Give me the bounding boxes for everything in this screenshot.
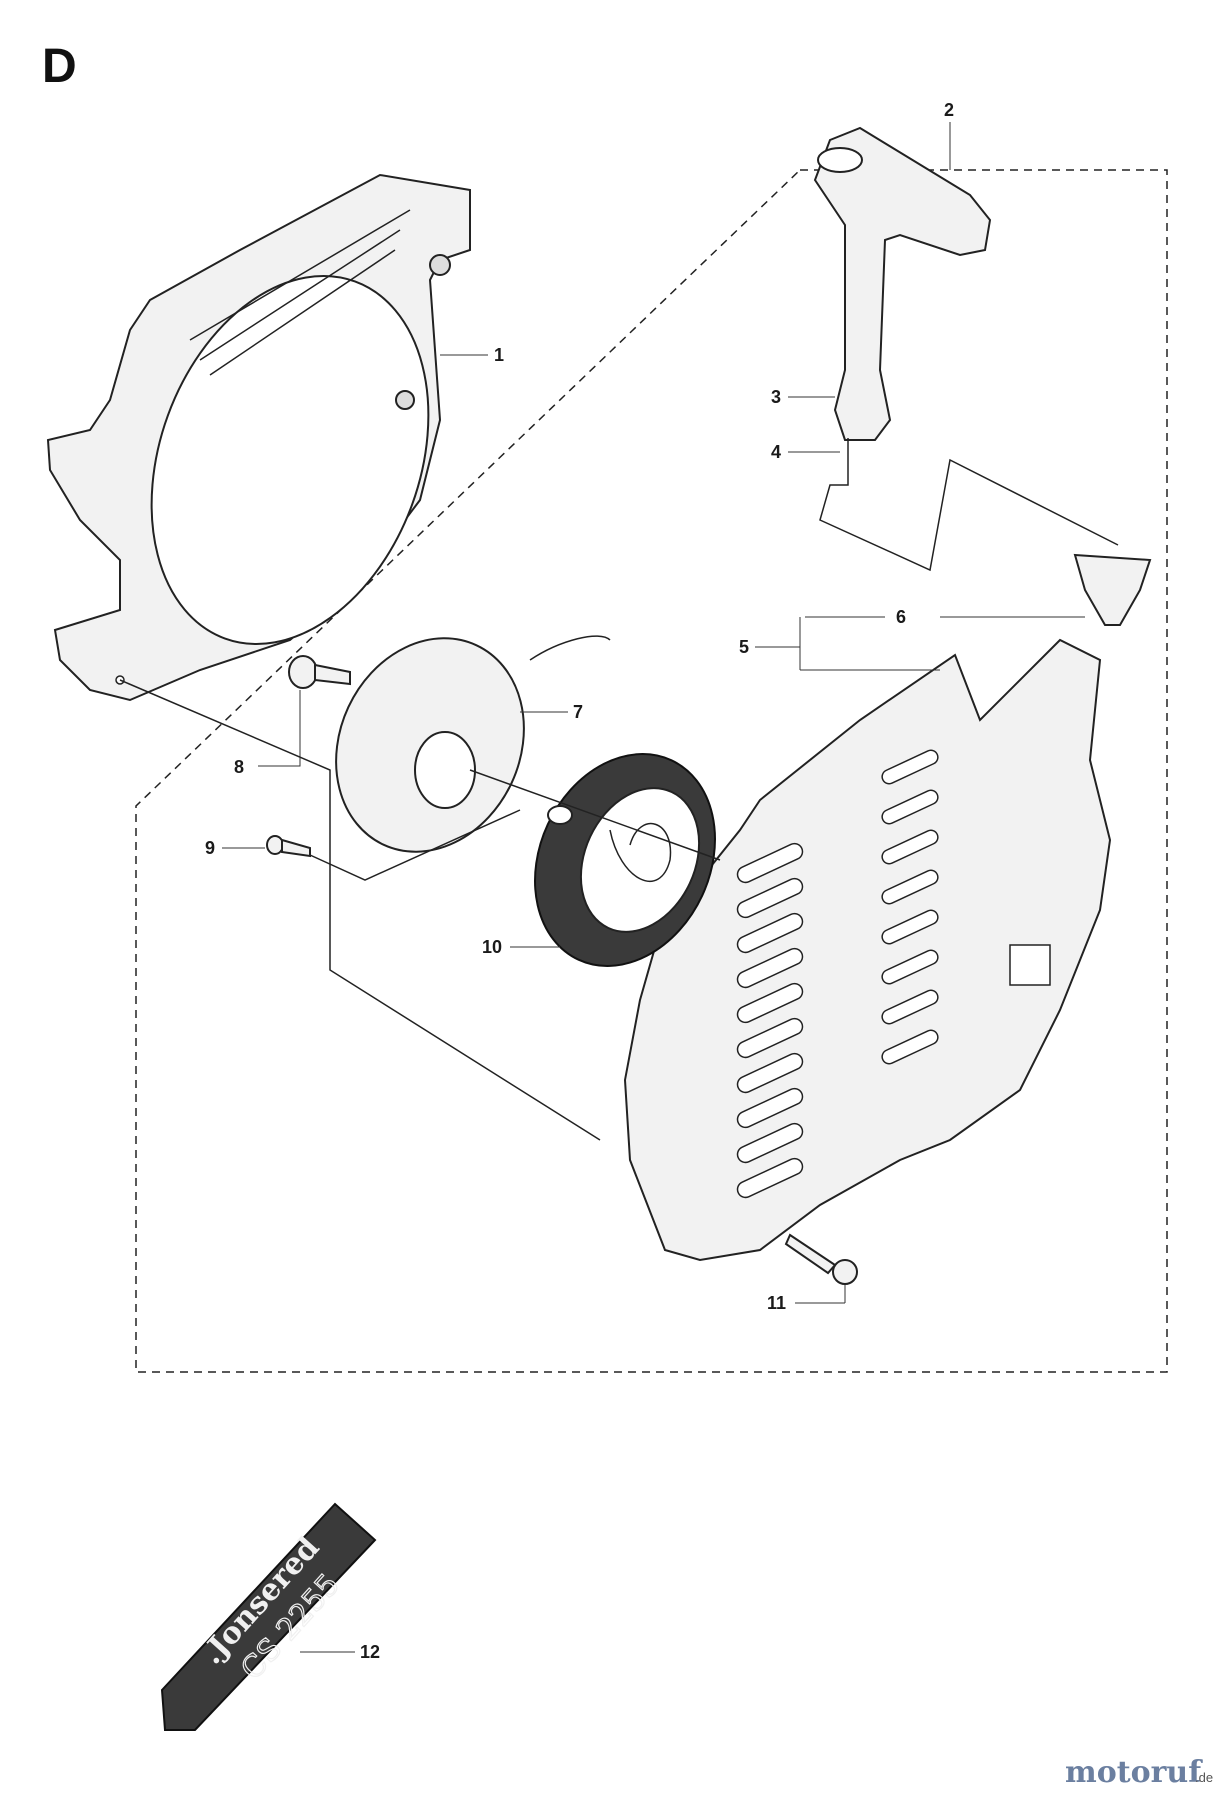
part-1-fan-housing <box>46 173 471 702</box>
callout-3: 3 <box>771 387 781 407</box>
watermark-name: motoruf <box>1065 1755 1203 1790</box>
part-6-rope-guide <box>1073 553 1152 626</box>
part-4-starter-rope <box>819 438 1119 572</box>
cover-vent-slots <box>736 749 939 1199</box>
callout-4: 4 <box>771 442 781 462</box>
part-7-rope-pulley <box>335 635 611 853</box>
section-letter: D <box>42 40 77 93</box>
part-10-recoil-spring <box>534 753 716 967</box>
callout-6: 6 <box>896 607 906 627</box>
callout-7: 7 <box>573 702 583 722</box>
watermark: motoruf .de <box>1065 1755 1213 1790</box>
part-5-starter-cover <box>623 638 1112 1262</box>
callout-11: 11 <box>767 1293 786 1313</box>
watermark-tld: .de <box>1195 1770 1213 1785</box>
callout-9: 9 <box>205 838 215 858</box>
assembly-boundary-2 <box>135 169 1168 1373</box>
callout-12: 12 <box>360 1642 380 1662</box>
part-3-starter-handle <box>813 126 992 441</box>
part-8-pulley-screw <box>288 655 351 689</box>
callout-10: 10 <box>482 937 502 957</box>
callout-8: 8 <box>234 757 244 777</box>
leader-8 <box>258 690 301 767</box>
part-9-screw <box>266 835 311 858</box>
callout-1: 1 <box>494 345 504 365</box>
part-12-decal: .Jonsered CS 2255 <box>160 1502 377 1731</box>
callout-5: 5 <box>739 637 749 657</box>
callout-2: 2 <box>944 100 954 120</box>
part-11-cover-screw <box>784 1233 858 1285</box>
